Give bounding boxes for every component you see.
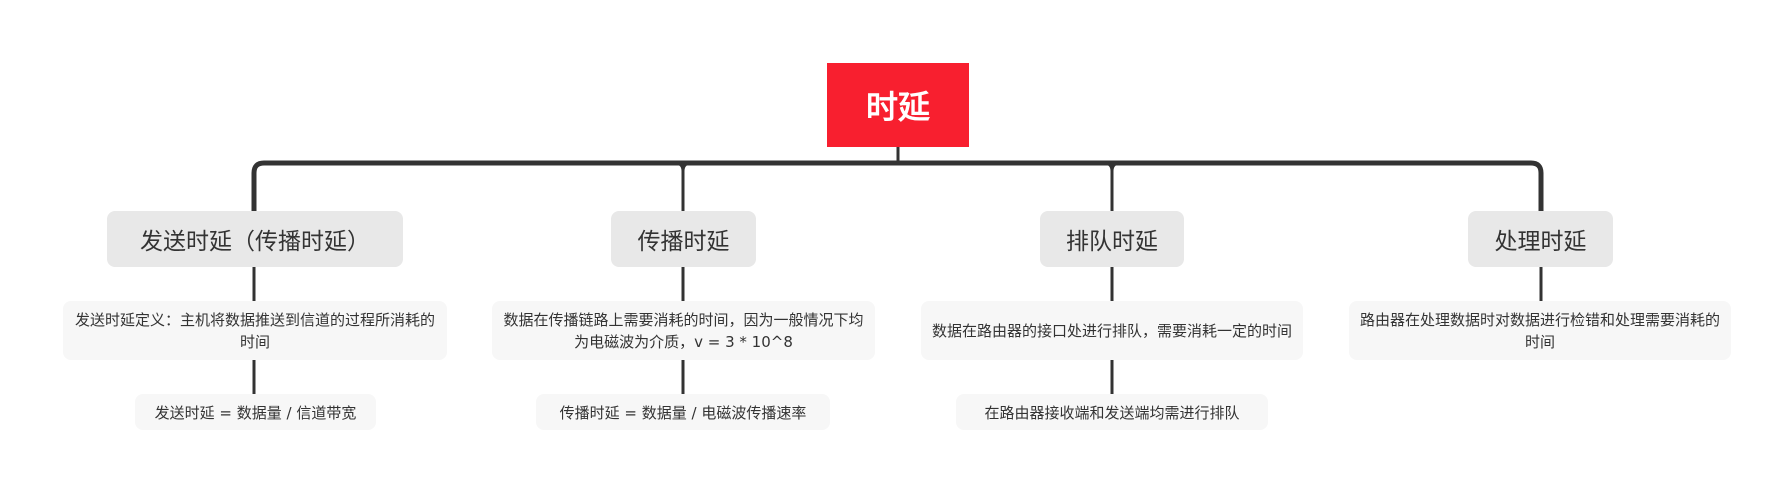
detail-processing-delay[interactable]: 路由器在处理数据时对数据进行检错和处理需要消耗的时间 xyxy=(1349,301,1731,360)
formula-sending-delay[interactable]: 发送时延 = 数据量 / 信道带宽 xyxy=(135,394,376,430)
root-label: 时延 xyxy=(865,88,930,126)
formula-propagation-delay[interactable]: 传播时延 = 数据量 / 电磁波传播速率 xyxy=(536,394,830,430)
branch-queuing-delay[interactable]: 排队时延 xyxy=(1040,211,1184,267)
detail-queuing-delay[interactable]: 数据在路由器的接口处进行排队，需要消耗一定的时间 xyxy=(921,301,1303,360)
branch-title: 发送时延（传播时延） xyxy=(140,229,370,255)
root-node[interactable]: 时延 xyxy=(827,63,969,147)
detail-text: 数据在传播链路上需要消耗的时间，因为一般情况下均为电磁波为介质，v = 3 * … xyxy=(503,310,864,351)
branch-processing-delay[interactable]: 处理时延 xyxy=(1468,211,1613,267)
detail-text: 路由器在处理数据时对数据进行检错和处理需要消耗的时间 xyxy=(1359,310,1720,351)
detail-sending-delay[interactable]: 发送时延定义：主机将数据推送到信道的过程所消耗的时间 xyxy=(63,301,447,360)
formula-text: 发送时延 = 数据量 / 信道带宽 xyxy=(154,403,357,422)
detail-propagation-delay[interactable]: 数据在传播链路上需要消耗的时间，因为一般情况下均为电磁波为介质，v = 3 * … xyxy=(492,301,875,360)
detail-text: 数据在路由器的接口处进行排队，需要消耗一定的时间 xyxy=(931,321,1292,340)
branch-propagation-delay[interactable]: 传播时延 xyxy=(611,211,756,267)
branch-title: 处理时延 xyxy=(1494,229,1587,255)
formula-text: 传播时延 = 数据量 / 电磁波传播速率 xyxy=(559,403,807,422)
branch-title: 传播时延 xyxy=(637,229,730,255)
branch-title: 排队时延 xyxy=(1066,229,1158,255)
note-queuing-delay[interactable]: 在路由器接收端和发送端均需进行排队 xyxy=(956,394,1268,430)
note-text: 在路由器接收端和发送端均需进行排队 xyxy=(984,403,1240,422)
branch-sending-delay[interactable]: 发送时延（传播时延） xyxy=(107,211,403,267)
detail-text: 发送时延定义：主机将数据推送到信道的过程所消耗的时间 xyxy=(74,310,435,351)
